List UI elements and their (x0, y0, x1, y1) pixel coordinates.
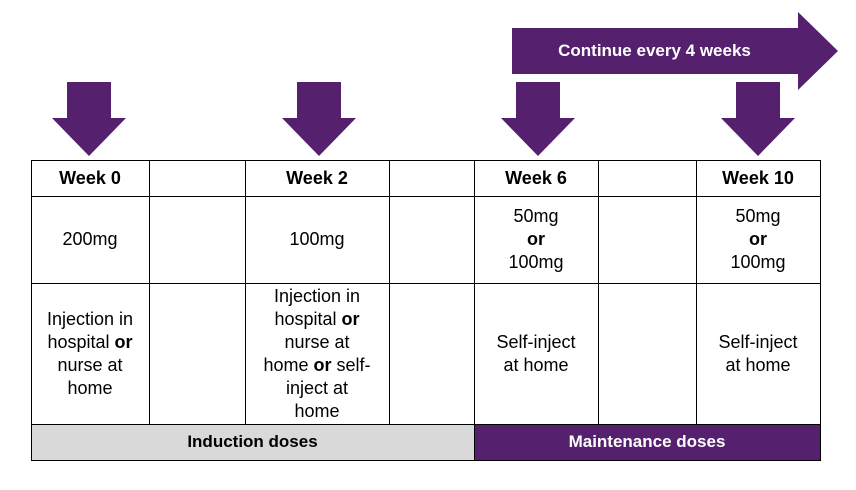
down-arrow-week2-icon (282, 82, 356, 156)
week-2-administration: Injection in hospital or nurse at home o… (263, 285, 371, 421)
dose-line: 50mg (513, 206, 559, 226)
week-0-administration: Injection in hospital or nurse at home (46, 308, 134, 398)
dose-line: 50mg (735, 206, 781, 226)
week-2-dose: 100mg (289, 229, 345, 249)
week-6-header: Week 6 (505, 167, 567, 188)
continue-right-arrow-icon (512, 12, 838, 90)
week-10-header: Week 10 (722, 167, 794, 188)
table-border-top (31, 160, 820, 161)
table-border-left (31, 160, 32, 461)
table-col-divider (474, 160, 475, 461)
week-2-header: Week 2 (286, 167, 348, 188)
down-arrow-week10-icon (721, 82, 795, 156)
dose-or: or (749, 229, 767, 249)
dose-line: 100mg (508, 252, 564, 272)
table-col-divider (389, 160, 390, 424)
table-col-divider (245, 160, 246, 424)
table-row-divider (31, 196, 820, 197)
table-row-divider (31, 283, 820, 284)
induction-doses-band: Induction doses (31, 424, 474, 460)
week-6-dose: 50mg or 100mg (474, 196, 598, 283)
week-6-administration: Self-inject at home (496, 331, 576, 375)
week-0-header: Week 0 (59, 167, 121, 188)
table-border-bottom (31, 460, 821, 461)
table-col-divider (598, 160, 599, 424)
table-col-divider (696, 160, 697, 424)
week-0-dose: 200mg (62, 229, 118, 249)
continue-label: Continue every 4 weeks (558, 41, 751, 60)
week-10-administration: Self-inject at home (718, 331, 798, 375)
down-arrow-week6-icon (501, 82, 575, 156)
week-10-dose: 50mg or 100mg (696, 196, 820, 283)
maintenance-doses-band: Maintenance doses (474, 424, 820, 460)
table-border-right (820, 160, 821, 461)
down-arrow-week0-icon (52, 82, 126, 156)
table-row-divider (31, 424, 820, 425)
table-col-divider (149, 160, 150, 424)
dose-line: 100mg (730, 252, 786, 272)
dose-or: or (527, 229, 545, 249)
